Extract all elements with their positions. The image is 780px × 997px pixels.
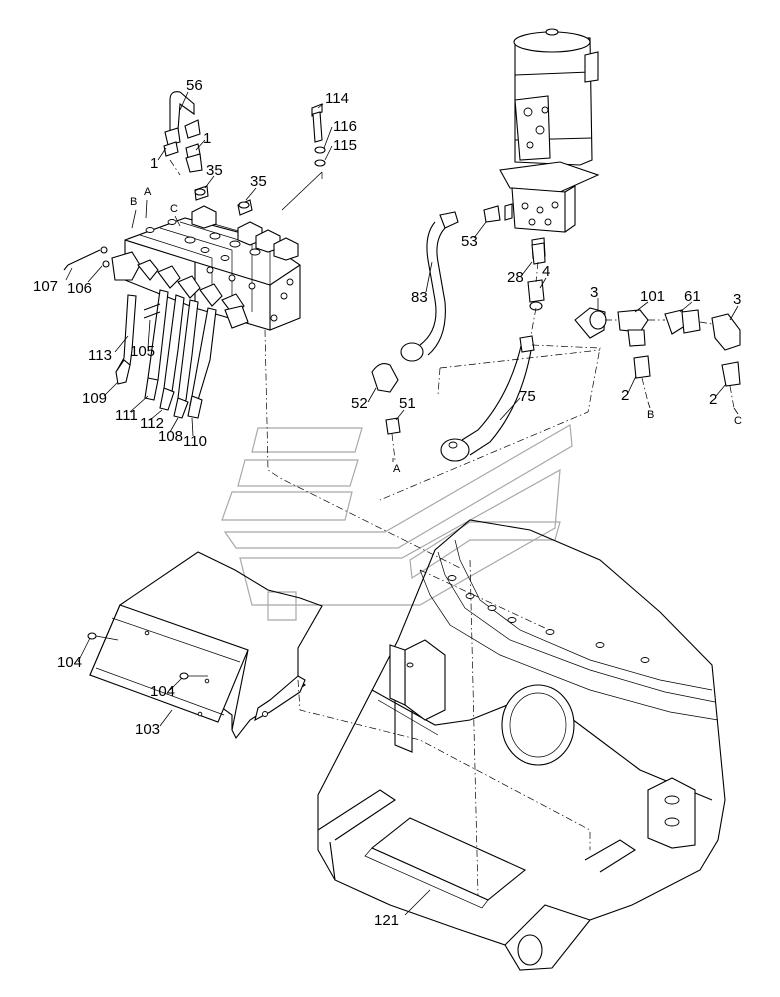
callout-2-left: 2 [621, 387, 629, 404]
right-fitting-group [574, 307, 741, 409]
callout-4: 4 [542, 263, 550, 280]
callout-35-left: 35 [206, 162, 223, 179]
callout-61: 61 [684, 288, 701, 305]
callout-111: 111 [115, 407, 138, 424]
callout-108: 108 [158, 428, 183, 445]
port-label-a-valve: A [144, 186, 152, 198]
callout-3-right: 3 [733, 291, 741, 308]
callout-75: 75 [519, 388, 536, 405]
callout-114: 114 [325, 90, 349, 107]
port-labels: B A C A B C [130, 186, 742, 475]
hose-83 [400, 205, 501, 362]
port-label-c-out: C [734, 415, 742, 427]
callout-109: 109 [82, 390, 107, 407]
callout-51: 51 [399, 395, 416, 412]
elbow-52-fitting-51 [371, 363, 401, 461]
watermark-logo [221, 424, 573, 621]
pipe-56-assembly [163, 91, 253, 216]
hydraulic-pump-motor [499, 28, 600, 259]
callout-116: 116 [333, 118, 357, 135]
callout-104-right: 104 [150, 683, 175, 700]
port-label-c-valve: C [170, 203, 178, 215]
assembly-center-lines [169, 159, 601, 896]
bolt-114-assembly [281, 103, 326, 211]
callout-106: 106 [67, 280, 92, 297]
port-label-a-out: A [393, 463, 401, 475]
callout-2-right: 2 [709, 391, 717, 408]
leader-lines [65, 91, 739, 916]
callout-53: 53 [461, 233, 478, 250]
callout-28: 28 [507, 269, 524, 286]
callout-3-left: 3 [590, 284, 598, 301]
callout-104-left: 104 [57, 654, 82, 671]
callout-1-right: 1 [203, 130, 211, 147]
callout-112: 112 [140, 415, 164, 432]
callout-101: 101 [640, 288, 665, 305]
fittings-28-4 [527, 242, 546, 341]
callout-52: 52 [351, 395, 368, 412]
callout-110: 110 [183, 433, 207, 450]
callout-labels: 56 1 1 35 35 114 116 115 107 106 113 105… [33, 77, 741, 929]
control-valve-bank [63, 205, 301, 419]
callout-115: 115 [333, 137, 357, 154]
port-label-b-out: B [647, 409, 654, 421]
callout-103: 103 [135, 721, 160, 738]
callout-1-left: 1 [150, 155, 158, 172]
hose-75 [440, 335, 535, 462]
callout-105: 105 [130, 343, 155, 360]
port-label-b-valve: B [130, 196, 137, 208]
callout-56: 56 [186, 77, 203, 94]
callout-121: 121 [374, 912, 399, 929]
callout-107: 107 [33, 278, 58, 295]
callout-35-right: 35 [250, 173, 267, 190]
frame-body [317, 519, 726, 971]
callout-113: 113 [88, 347, 112, 364]
cover-plate [87, 551, 323, 740]
callout-83: 83 [411, 289, 428, 306]
